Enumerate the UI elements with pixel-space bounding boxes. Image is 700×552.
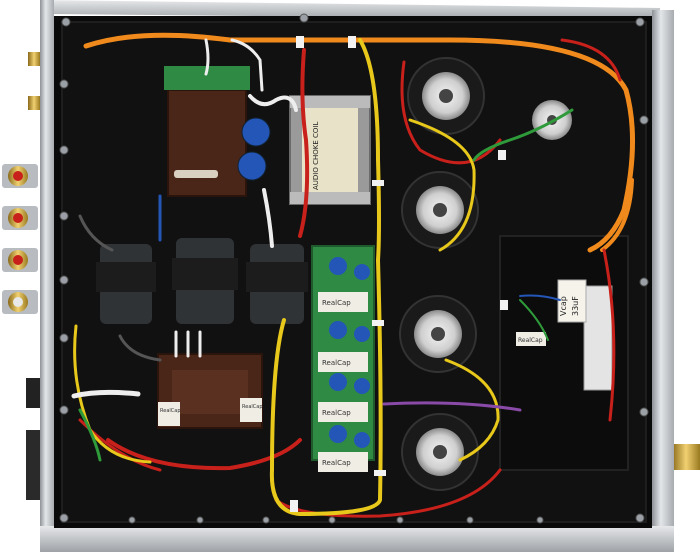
vcap-value-label: 33uF	[571, 296, 580, 316]
tube-socket	[399, 295, 477, 373]
binding-post	[672, 444, 700, 470]
iec-socket	[26, 430, 40, 500]
vcap-coupling-capacitor: Vcap 33uF RealCap	[499, 235, 629, 471]
vcap-brand-label: Vcap	[559, 296, 568, 316]
chassis-frame	[40, 0, 674, 552]
svg-text:RealCap: RealCap	[322, 359, 351, 367]
capacitor-pcb: RealCap RealCap RealCap RealCap	[311, 245, 375, 472]
rear-connectors	[0, 0, 42, 552]
cable-ties	[290, 36, 508, 512]
blue-capacitors	[237, 117, 271, 181]
power-transformer	[167, 89, 247, 197]
tube-socket	[401, 171, 479, 249]
realcap: RealCap	[158, 402, 181, 426]
rca-jack	[2, 290, 38, 314]
rca-jack	[2, 164, 38, 188]
output-transformer: RealCap RealCap	[157, 353, 263, 429]
wiring	[71, 32, 635, 518]
audio-choke-coil: AUDIO CHOKE COIL	[289, 95, 371, 205]
svg-text:RealCap: RealCap	[322, 299, 351, 307]
rca-jack	[2, 206, 38, 230]
choke-coil-label: AUDIO CHOKE COIL	[312, 122, 320, 190]
svg-text:RealCap: RealCap	[322, 409, 351, 417]
small-terminal	[28, 96, 40, 110]
realcap: RealCap	[318, 352, 368, 372]
small-terminal	[28, 52, 40, 66]
realcap: RealCap	[318, 402, 368, 422]
tube-socket	[407, 57, 485, 135]
realcap: RealCap	[318, 452, 368, 472]
svg-text:RealCap: RealCap	[322, 459, 351, 467]
tube-sockets	[399, 57, 572, 491]
svg-text:RealCap: RealCap	[242, 404, 263, 410]
tube-socket	[401, 413, 479, 491]
rca-jack	[2, 248, 38, 272]
svg-text:RealCap: RealCap	[160, 408, 181, 414]
resistors	[174, 170, 218, 178]
filter-capacitor-bank	[96, 238, 308, 324]
realcap: RealCap	[240, 398, 263, 422]
realcap: RealCap	[318, 292, 368, 312]
realcap: RealCap	[516, 332, 546, 346]
svg-text:RealCap: RealCap	[518, 337, 543, 344]
power-switch	[26, 378, 40, 408]
screws	[59, 13, 649, 524]
